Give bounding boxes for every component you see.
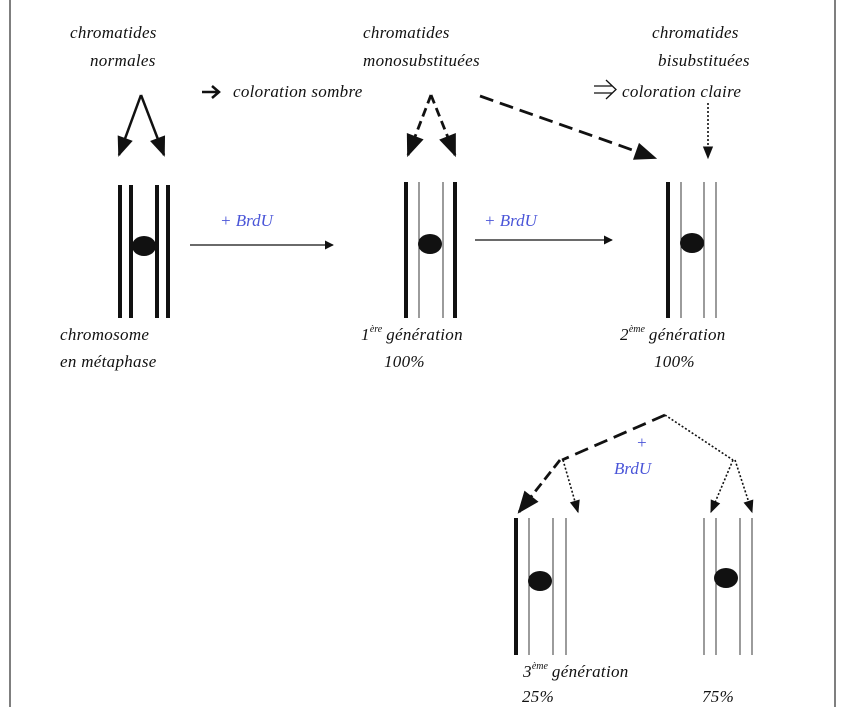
arrows-mono	[406, 94, 457, 158]
brdu-label-3-plus: +	[636, 433, 647, 452]
arrow-gen3-right-2	[734, 459, 754, 514]
chromosome-gen2	[666, 182, 717, 318]
label-mono-bottom: monosubstituées	[363, 51, 480, 70]
light-arrow-icon	[594, 79, 617, 100]
label-chromosome-2: en métaphase	[60, 352, 157, 371]
chromosome-gen3-right	[703, 518, 753, 655]
brdu-label-3-text: BrdU	[614, 459, 653, 478]
arrow-branch-dark	[561, 413, 666, 462]
label-normal-top: chromatides	[70, 23, 157, 42]
label-gen2-pct: 100%	[654, 352, 695, 371]
arrow-gen3-left-dark	[517, 459, 562, 514]
chromosome-metaphase	[118, 185, 170, 318]
brdu-label-2: + BrdU	[484, 211, 539, 230]
label-bi-top: chromatides	[652, 23, 739, 42]
label-bi-bottom: bisubstituées	[658, 51, 750, 70]
chromosome-gen3-left	[514, 518, 567, 655]
brdu-label-1: + BrdU	[220, 211, 275, 230]
arrow-mono-to-gen2	[479, 94, 658, 160]
dark-arrow-icon	[202, 85, 221, 99]
label-mono-top: chromatides	[363, 23, 450, 42]
label-gen3-pct-left: 25%	[522, 687, 554, 706]
label-gen3-pct-right: 75%	[702, 687, 734, 706]
arrows-normal	[117, 94, 166, 157]
arrow-branch-light	[664, 414, 734, 461]
label-chromosome-1: chromosome	[60, 325, 149, 344]
label-dark-coloring: coloration sombre	[233, 82, 363, 101]
label-gen1-pct: 100%	[384, 352, 425, 371]
label-normal-bottom: normales	[90, 51, 156, 70]
arrow-gen3-left-light	[562, 459, 580, 514]
chromosome-gen1	[404, 182, 457, 318]
label-light-coloring: coloration claire	[622, 82, 741, 101]
arrow-gen3-right-1	[710, 459, 734, 514]
